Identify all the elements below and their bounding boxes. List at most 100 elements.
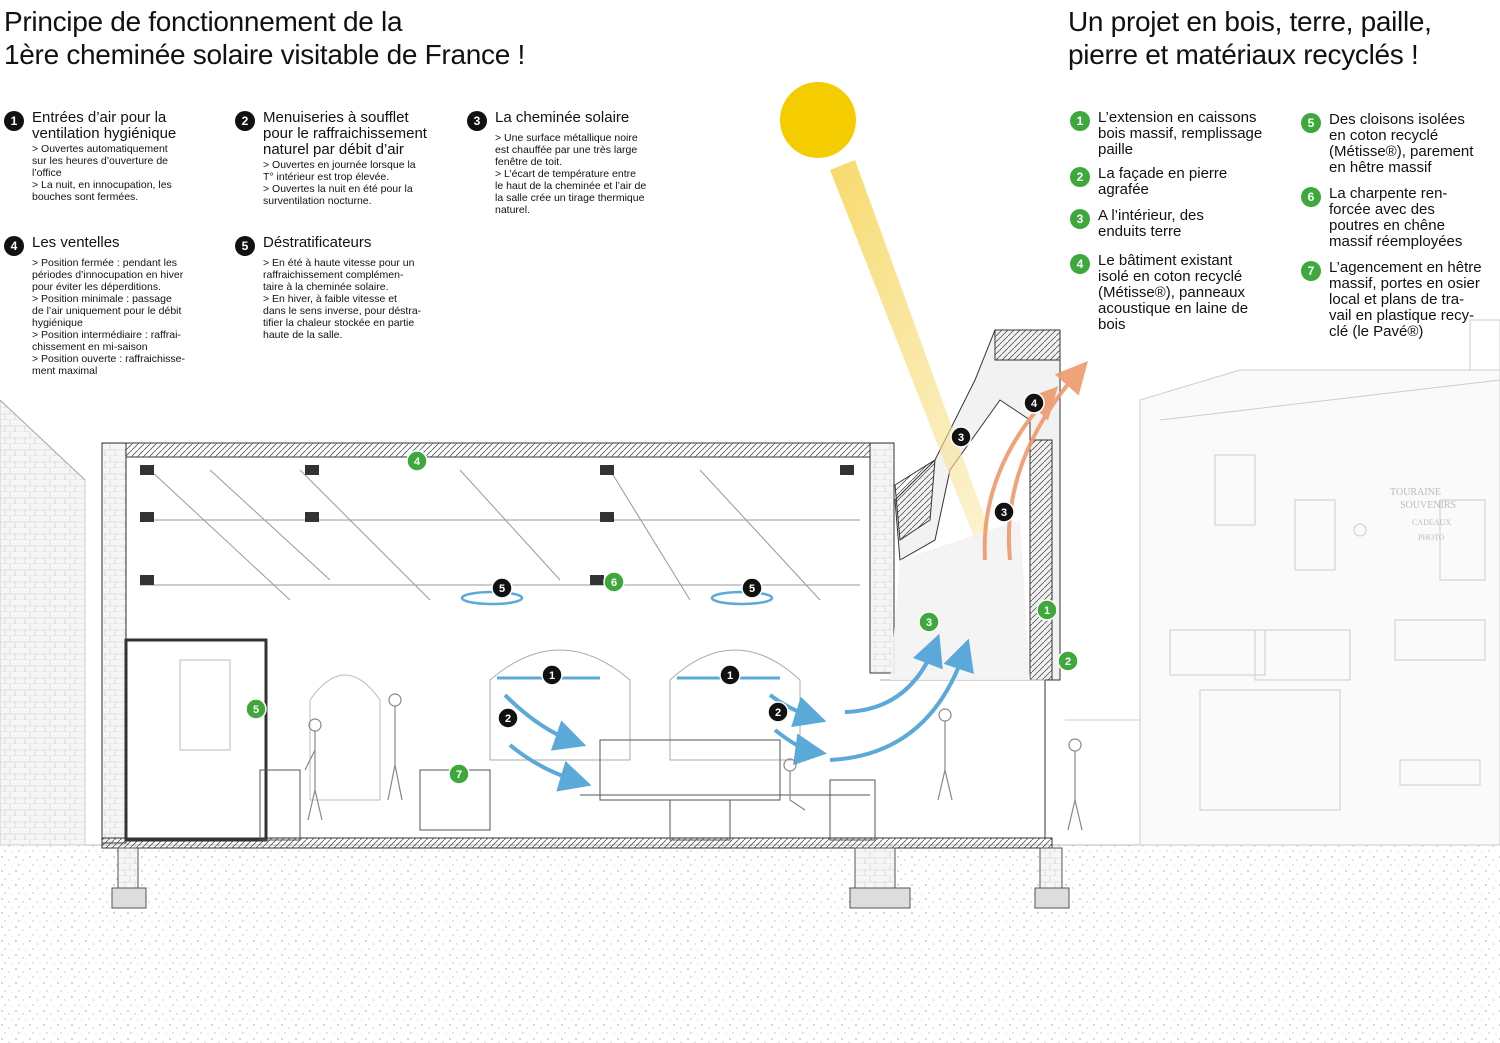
- ventilation-marker-label: 1: [727, 670, 733, 682]
- material-text-line: poutres en chêne: [1329, 217, 1445, 234]
- material-legend-4: 4 Le bâtiment existant isolé en coton re…: [1070, 253, 1248, 333]
- material-marker-1: [1036, 599, 1058, 621]
- ground: [0, 845, 1500, 1043]
- ventilation-legend-4: 4 Les ventelles > Position fermée : pend…: [4, 235, 219, 377]
- legend-desc-line: > L’écart de température entre: [495, 168, 636, 180]
- legend-number-badge: 5: [1301, 113, 1321, 133]
- legend-desc-line: > Ouvertes automatiquement: [32, 143, 168, 155]
- material-text-line: (Métisse®), panneaux: [1098, 284, 1245, 301]
- ventilation-marker-3: [993, 501, 1015, 523]
- material-text-line: L’extension en caissons: [1098, 109, 1257, 126]
- ventilation-marker-4: [1023, 392, 1045, 414]
- material-marker-label: 4: [414, 456, 421, 468]
- legend-title-line: Entrées d’air pour la: [32, 109, 167, 126]
- legend-desc-line: l’office: [32, 167, 62, 179]
- legend-desc-line: sur les heures d’ouverture de: [32, 155, 168, 167]
- ventilation-marker-label: 2: [505, 713, 511, 725]
- legend-desc-line: > En hiver, à faible vitesse et: [263, 293, 397, 305]
- material-text-line: agrafée: [1098, 181, 1149, 198]
- legend-desc-line: périodes d’innocupation en hiver: [32, 269, 184, 281]
- material-text-line: en hêtre massif: [1329, 159, 1432, 176]
- ventilation-legend-2: 2 Menuiseries à soufflet pour le raffrai…: [235, 110, 460, 207]
- legend-title-line: Déstratificateurs: [263, 234, 372, 251]
- ventilation-marker-label: 3: [1001, 507, 1007, 519]
- material-text-line: Des cloisons isolées: [1329, 111, 1465, 128]
- material-text-line: enduits terre: [1098, 223, 1182, 240]
- material-marker-label: 1: [1044, 605, 1050, 617]
- legend-desc-line: > Ouvertes la nuit en été pour la: [263, 183, 413, 195]
- legend-title-line: La cheminée solaire: [495, 109, 630, 126]
- material-text-line: bois massif, remplissage: [1098, 125, 1263, 142]
- material-marker-label: 3: [926, 617, 932, 629]
- legend-desc-line: taire à la cheminée solaire.: [263, 281, 389, 293]
- title-left-line-1: Principe de fonctionnement de la: [4, 6, 403, 37]
- legend-desc-line: > Position fermée : pendant les: [32, 257, 178, 269]
- ventilation-marker-2: [767, 701, 789, 723]
- legend-desc-line: ment maximal: [32, 365, 98, 377]
- legend-desc-line: T° intérieur est trop élevée.: [263, 171, 390, 183]
- ventilation-marker-label: 5: [499, 583, 505, 595]
- material-text-line: isolé en coton recyclé: [1098, 268, 1243, 285]
- legend-title-line: Menuiseries à soufflet: [263, 109, 409, 126]
- material-marker-5: [245, 698, 267, 720]
- main-title-right: Un projet en bois, terre, paille, pierre…: [1068, 5, 1498, 71]
- material-marker-label: 2: [1065, 656, 1071, 668]
- material-text-line: forcée avec des: [1329, 201, 1435, 218]
- legend-number-badge: 6: [1301, 187, 1321, 207]
- sun-ray: [830, 160, 1000, 560]
- material-legend-1: 1 L’extension en caissons bois massif, r…: [1070, 110, 1262, 158]
- ventilation-marker-2: [497, 707, 519, 729]
- legend-desc-line: de l’air uniquement pour le débit: [32, 305, 182, 317]
- ventilation-marker-label: 1: [549, 670, 555, 682]
- legend-desc-line: > Une surface métallique noire: [495, 132, 638, 144]
- title-left-line-2: 1ère cheminée solaire visitable de Franc…: [4, 39, 525, 70]
- legend-desc-line: > En été à haute vitesse pour un: [263, 257, 415, 269]
- storefront-sign: TOURAINE SOUVENIRS CADEAUX PHOTO: [1390, 487, 1456, 542]
- legend-desc-line: haute de la salle.: [263, 329, 343, 341]
- material-legend-3: 3 A l’intérieur, des enduits terre: [1070, 208, 1204, 240]
- material-marker-6: [603, 571, 625, 593]
- legend-desc-line: est chauffée par une très large: [495, 144, 638, 156]
- legend-desc-line: fenêtre de toit.: [495, 156, 563, 168]
- material-text-line: paille: [1098, 141, 1134, 158]
- material-text-line: bois: [1098, 316, 1126, 333]
- material-text-line: clé (le Pavé®): [1329, 323, 1424, 340]
- title-right-line-2: pierre et matériaux recyclés !: [1068, 39, 1419, 70]
- material-text-line: local et plans de tra-: [1329, 291, 1465, 308]
- legend-title-line: naturel par débit d’air: [263, 141, 404, 158]
- storefront-sign-line: SOUVENIRS: [1400, 500, 1456, 511]
- legend-desc-line: chissement en mi-saison: [32, 341, 148, 353]
- ventilation-marker-label: 4: [1031, 398, 1038, 410]
- legend-desc-line: la salle crée un tirage thermique: [495, 192, 645, 204]
- material-text-line: acoustique en laine de: [1098, 300, 1249, 317]
- storefront-sign-line: PHOTO: [1418, 533, 1445, 542]
- legend-number-badge: 1: [1070, 111, 1090, 131]
- material-text-line: massif, portes en osier: [1329, 275, 1480, 292]
- ventilation-marker-label: 5: [749, 583, 755, 595]
- material-text-line: La charpente ren-: [1329, 185, 1448, 202]
- material-text-line: vail en plastique recy-: [1329, 307, 1475, 324]
- ventilation-legend-3: 3 La cheminée solaire > Une surface méta…: [467, 110, 692, 216]
- legend-number-badge: 4: [4, 236, 24, 256]
- cool-airflow: [503, 633, 974, 792]
- legend-number-badge: 3: [1070, 209, 1090, 229]
- legend-title-line: Les ventelles: [32, 234, 120, 251]
- legend-number-badge: 7: [1301, 261, 1321, 281]
- legend-number-badge: 1: [4, 111, 24, 131]
- material-marker-3: [918, 611, 940, 633]
- material-text-line: en coton recyclé: [1329, 127, 1439, 144]
- ventilation-marker-3: [950, 426, 972, 448]
- material-text-line: L’agencement en hêtre: [1329, 259, 1482, 276]
- legend-desc-line: hygiénique: [32, 317, 83, 329]
- legend-desc-line: raffraichissement complémen-: [263, 269, 404, 281]
- legend-number-badge: 2: [1070, 167, 1090, 187]
- legend-desc-line: > Position ouverte : raffraichisse-: [32, 353, 186, 365]
- legend-number-badge: 4: [1070, 254, 1090, 274]
- material-marker-2: [1057, 650, 1079, 672]
- ventilation-marker-label: 3: [958, 432, 964, 444]
- material-marker-label: 6: [611, 577, 617, 589]
- legend-title-line: pour le raffraichissement: [263, 125, 427, 142]
- material-marker-4: [406, 450, 428, 472]
- material-text-line: Le bâtiment existant: [1098, 252, 1233, 269]
